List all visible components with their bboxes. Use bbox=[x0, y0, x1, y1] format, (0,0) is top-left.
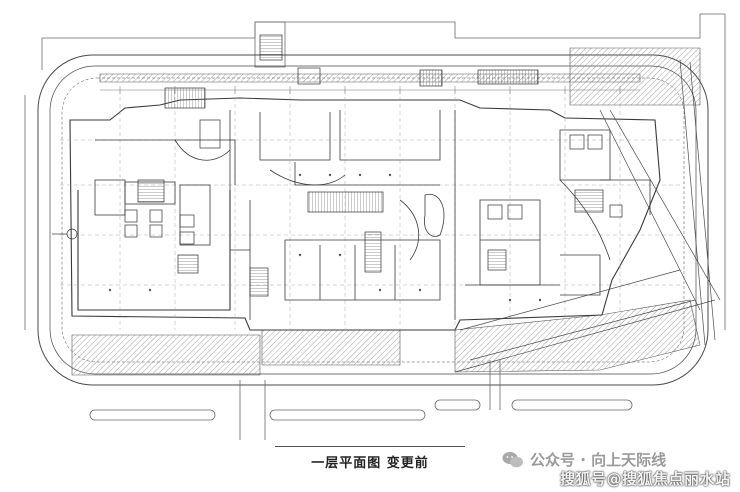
watermark-account: 公众号 · 向上天际线 bbox=[502, 449, 666, 470]
dimension-ticks bbox=[100, 86, 640, 94]
watermark-line1: 公众号 · 向上天际线 bbox=[530, 451, 667, 469]
caption-text: 一层平面图 变更前 bbox=[311, 456, 429, 471]
watermark-source: 搜狐号@搜狐焦点丽水站 bbox=[560, 470, 731, 488]
interior-walls bbox=[94, 110, 651, 320]
perimeter-hatch bbox=[71, 47, 701, 376]
atrium-curves bbox=[174, 139, 611, 261]
caption-rule bbox=[275, 446, 465, 447]
fixture-marks bbox=[108, 173, 542, 302]
wechat-icon bbox=[502, 451, 523, 467]
drawing-caption: 一层平面图 变更前 bbox=[0, 446, 740, 471]
elevator-cores bbox=[124, 67, 623, 245]
road-strips bbox=[89, 360, 633, 440]
site-boundary bbox=[24, 13, 726, 330]
floor-plan-drawing bbox=[24, 13, 726, 440]
grid-axis-bubble bbox=[52, 228, 78, 240]
canopy-lines bbox=[454, 59, 721, 373]
